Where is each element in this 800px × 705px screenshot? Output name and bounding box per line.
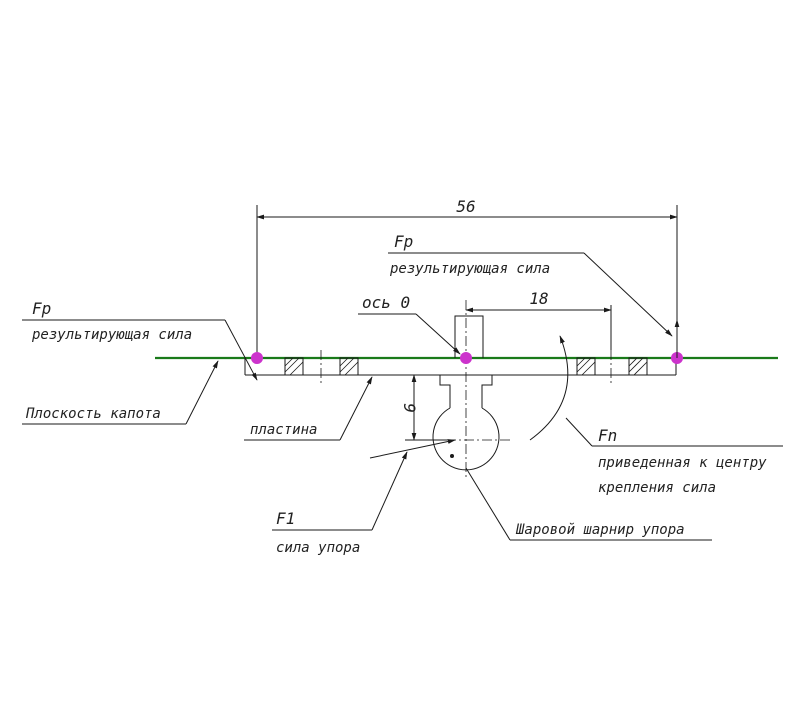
- dimension-56: 56: [256, 197, 678, 358]
- fp-top-callout: Fp результирующая сила: [388, 232, 680, 358]
- hood-plane-label: Плоскость капота: [25, 406, 161, 422]
- dimension-18: 18: [465, 289, 612, 350]
- fp-top-text: результирующая сила: [389, 261, 550, 277]
- ball-joint-label: Шаровой шарнир упора: [515, 522, 685, 538]
- point-left: [251, 352, 263, 364]
- fp-top-symbol: Fp: [394, 232, 413, 251]
- plate-callout: пластина: [244, 376, 373, 441]
- hood-plane-callout: Плоскость капота: [22, 360, 219, 425]
- fp-left-symbol: Fp: [32, 299, 51, 318]
- axis-o-label: ось 0: [362, 293, 410, 312]
- stud-top: [454, 315, 484, 358]
- fp-left-callout: Fp результирующая сила: [22, 299, 258, 381]
- ball-joint-callout: Шаровой шарнир упора: [465, 467, 712, 541]
- f1-symbol: F1: [276, 509, 295, 528]
- plate-label: пластина: [250, 422, 317, 438]
- axis-o-callout: ось 0: [358, 293, 461, 355]
- dimension-56-text: 56: [456, 197, 475, 216]
- fn-text-1: приведенная к центру: [598, 455, 767, 471]
- f1-callout: F1 сила упора: [272, 439, 456, 556]
- dimension-9-text: 9: [400, 403, 419, 413]
- fn-symbol: Fn: [598, 426, 617, 445]
- fn-text-2: крепления сила: [598, 480, 716, 496]
- plate-hole-left: [284, 350, 359, 383]
- fp-left-text: результирующая сила: [31, 327, 192, 343]
- f1-text: сила упора: [276, 540, 360, 556]
- point-axis-o: [460, 352, 472, 364]
- dimension-9: 9: [400, 374, 452, 441]
- dimension-18-text: 18: [529, 289, 548, 308]
- ball-center-dot: [450, 454, 454, 458]
- fn-callout: Fn приведенная к центру крепления сила: [529, 335, 783, 496]
- plate-hole-right: [576, 350, 648, 383]
